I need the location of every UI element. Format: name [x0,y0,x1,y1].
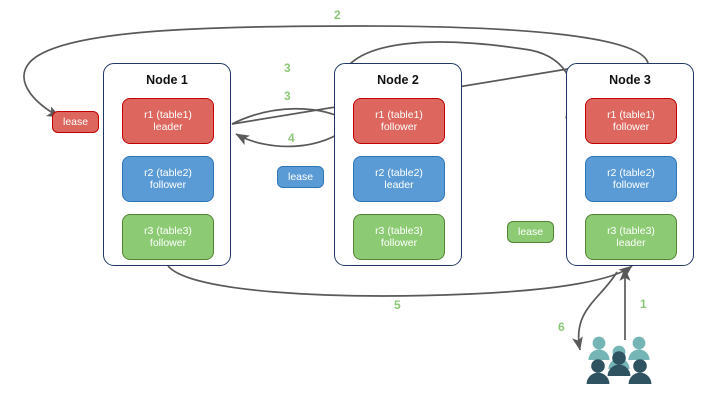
step-label-2: 2 [334,8,341,22]
replica-role: leader [616,237,646,249]
replica-role: follower [380,121,418,133]
replica-id: r2 (table2) [144,166,192,179]
replica-role: follower [612,179,650,191]
replica-id: r1 (table1) [144,108,192,121]
node-1-replica-r2[interactable]: r2 (table2) follower [122,156,214,202]
arrow-5-node1-to-node3 [167,265,633,297]
node-1-replica-r3[interactable]: r3 (table3) follower [122,214,214,260]
replica-id: r1 (table1) [607,108,655,121]
node-2-title: Node 2 [377,73,419,87]
step-label-3a: 3 [284,61,291,75]
step-label-6: 6 [558,320,565,334]
lease-badge-r2[interactable]: lease [277,166,325,188]
node-3-replica-r1[interactable]: r1 (table1) follower [585,98,677,144]
replica-id: r2 (table2) [375,166,423,179]
node-2-replica-r3[interactable]: r3 (table3) follower [353,214,445,260]
replica-id: r3 (table3) [607,224,655,237]
replica-role: follower [149,237,187,249]
node-1-title: Node 1 [146,73,188,87]
replica-role: follower [612,121,650,133]
replica-role: follower [380,237,418,249]
node-2-replica-r1[interactable]: r1 (table1) follower [353,98,445,144]
arrow-6-response-to-client [572,271,618,351]
step-label-1: 1 [640,297,647,311]
step-label-4: 4 [288,131,295,145]
replica-role: leader [384,179,414,191]
lease-badge-r3[interactable]: lease [507,221,555,243]
replica-id: r3 (table3) [375,224,423,237]
replica-role: follower [149,179,187,191]
node-3-title: Node 3 [609,73,651,87]
node-1-replica-r1[interactable]: r1 (table1) leader [122,98,214,144]
lease-badge-r1[interactable]: lease [52,111,100,133]
node-2-container: Node 2 r1 (table1) follower r2 (table2) … [334,63,462,266]
arrow-2-lease-transfer [23,25,649,118]
replica-id: r1 (table1) [375,108,423,121]
step-label-3b: 3 [284,89,291,103]
clients-people-icon [586,336,652,384]
node-2-replica-r2[interactable]: r2 (table2) leader [353,156,445,202]
node-3-container: Node 3 r1 (table1) follower r2 (table2) … [566,63,694,266]
node-3-replica-r3[interactable]: r3 (table3) leader [585,214,677,260]
replica-id: r2 (table2) [607,166,655,179]
node-3-replica-r2[interactable]: r2 (table2) follower [585,156,677,202]
node-1-container: Node 1 r1 (table1) leader r2 (table2) fo… [103,63,231,266]
replica-role: leader [153,121,183,133]
replica-id: r3 (table3) [144,224,192,237]
step-label-5: 5 [394,298,401,312]
